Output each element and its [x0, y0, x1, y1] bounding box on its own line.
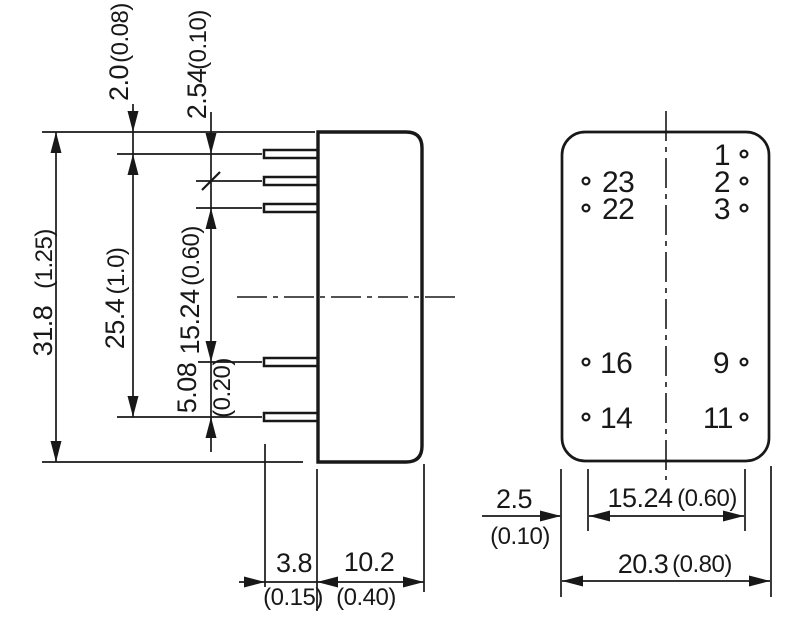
label-pin-length-inch: (0.15) — [263, 584, 323, 611]
label-lower-pitch-mm: 5.08 — [172, 363, 202, 414]
label-body-width-mm: 20.3 — [618, 549, 669, 579]
side-view: 31.8 (1.25) 25.4 (1.0) 2.0 (0.08) 2.54 (… — [28, 3, 458, 611]
bottom-view-pin-dots — [581, 149, 749, 422]
arrow-up-pin-span-top — [127, 154, 139, 175]
label-overall-height-mm: 31.8 — [28, 306, 58, 357]
label-pin-pitch-inch: (0.10) — [185, 10, 212, 70]
pin-label-23: 23 — [602, 166, 634, 199]
pin-label-16: 16 — [600, 347, 632, 380]
arrow-down-row-gap-bottom — [205, 341, 217, 362]
arrow-right-body-width — [749, 575, 770, 587]
side-view-pins — [262, 148, 320, 423]
label-row-gap-inch: (0.60) — [178, 226, 205, 286]
label-top-offset-inch: (0.08) — [107, 3, 134, 63]
arrow-down-top-offset — [127, 111, 139, 132]
arrow-left-row-span — [589, 510, 610, 522]
side-view-arrowheads — [50, 111, 424, 588]
pin-label-2: 2 — [714, 166, 730, 199]
label-lower-pitch-inch: (0.20) — [209, 358, 236, 418]
label-edge-offset-inch: (0.10) — [490, 523, 550, 550]
label-row-gap-mm: 15.24 — [175, 289, 205, 355]
pin-dot-3 — [739, 203, 749, 213]
pin-lead-row-2 — [262, 175, 320, 187]
arrow-right-row-span — [723, 510, 744, 522]
label-row-span-mm: 15.24 — [607, 483, 673, 513]
pin-label-1: 1 — [714, 139, 730, 172]
arrow-right-edge-offset — [540, 510, 561, 522]
label-pin-pitch-mm: 2.54 — [182, 68, 212, 119]
pin-label-11: 11 — [703, 402, 733, 435]
arrow-down-pitch-top — [205, 133, 217, 154]
bottom-view-arrowheads — [540, 510, 770, 587]
label-pin-span-inch: (1.0) — [103, 248, 130, 295]
pin-label-9: 9 — [713, 347, 729, 380]
arrow-right-pin-length — [244, 576, 265, 588]
pin-dot-9 — [739, 357, 749, 367]
pin-dot-1 — [739, 149, 749, 159]
pin-dot-23 — [581, 176, 591, 186]
pin-dot-2 — [739, 176, 749, 186]
label-pin-length-mm: 3.8 — [276, 548, 312, 578]
pin-lead-row-1 — [262, 148, 320, 160]
pin-dot-16 — [581, 357, 591, 367]
label-pin-span-mm: 25.4 — [100, 298, 130, 349]
arrow-up-overall-top — [50, 132, 62, 153]
bottom-view-extension-lines — [560, 466, 772, 597]
arrow-left-body-width — [562, 575, 583, 587]
label-body-width-inch: (0.80) — [672, 551, 732, 578]
pin-lead-row-4 — [262, 356, 320, 368]
pin-lead-row-5 — [262, 411, 320, 423]
pin-dot-11 — [739, 412, 749, 422]
pin-dot-14 — [581, 412, 591, 422]
label-overall-height-inch: (1.25) — [31, 229, 58, 289]
arrow-right-depth — [403, 576, 424, 588]
pin-label-14: 14 — [600, 402, 632, 435]
label-row-span-inch: (0.60) — [677, 485, 737, 512]
pin-dot-22 — [581, 203, 591, 213]
pin-label-22: 22 — [602, 193, 634, 226]
side-view-dimension-labels: 31.8 (1.25) 25.4 (1.0) 2.0 (0.08) 2.54 (… — [28, 3, 396, 611]
label-edge-offset-mm: 2.5 — [496, 484, 532, 514]
bottom-view-pin-labels: 1 2 3 23 22 16 14 9 11 — [600, 139, 734, 435]
bottom-view: 1 2 3 23 22 16 14 9 11 — [482, 111, 772, 597]
bottom-view-dimension-labels: 2.5 (0.10) 15.24 (0.60) 20.3 (0.80) — [490, 483, 737, 579]
label-top-offset-mm: 2.0 — [104, 65, 134, 101]
pin-label-3: 3 — [714, 193, 730, 226]
arrow-up-row-gap-top — [205, 208, 217, 229]
slash-terminator-pitch — [201, 171, 221, 191]
arrow-down-overall-bottom — [50, 441, 62, 462]
label-body-depth-inch: (0.40) — [336, 584, 396, 611]
arrow-left-depth — [317, 576, 338, 588]
pin-lead-row-3 — [262, 202, 320, 214]
arrow-up-lower-pitch — [205, 417, 217, 438]
side-view-extension-lines — [42, 131, 425, 611]
label-body-depth-mm: 10.2 — [344, 547, 395, 577]
arrow-down-pin-span-bottom — [127, 396, 139, 417]
